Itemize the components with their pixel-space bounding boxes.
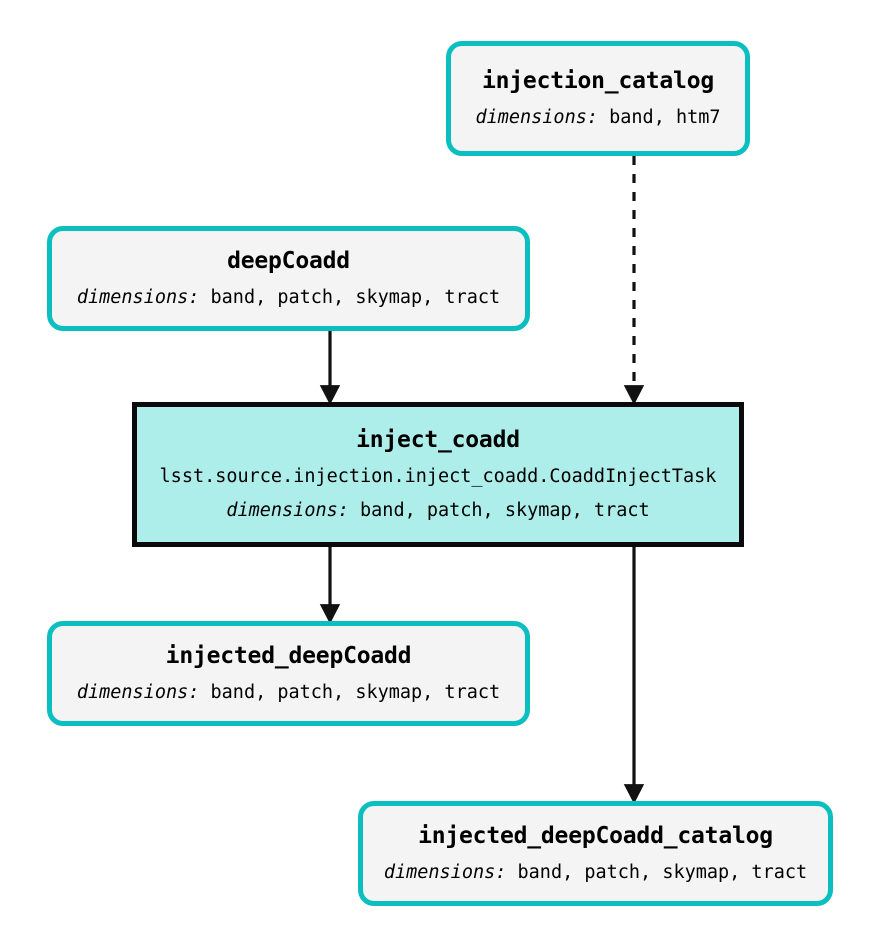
dataset-node-deepcoadd[interactable]: deepCoadd dimensions: band, patch, skyma… [47, 226, 530, 331]
dimensions-values: band, patch, skymap, tract [517, 861, 808, 883]
task-node-inject-coadd[interactable]: inject_coadd lsst.source.injection.injec… [132, 402, 744, 547]
node-title: injection_catalog [481, 67, 714, 94]
dimensions-values: band, patch, skymap, tract [210, 681, 501, 703]
dataset-node-injection-catalog[interactable]: injection_catalog dimensions: band, htm7 [446, 41, 750, 156]
node-task-qualified-name: lsst.source.injection.inject_coadd.Coadd… [159, 465, 717, 487]
node-dimensions: dimensions: band, patch, skymap, tract [76, 286, 501, 308]
dimensions-label: dimensions: [76, 286, 200, 308]
dimensions-values: band, htm7 [609, 106, 721, 128]
node-title: injected_deepCoadd_catalog [418, 822, 773, 849]
dimensions-label: dimensions: [226, 500, 349, 522]
node-dimensions: dimensions: band, patch, skymap, tract [76, 681, 501, 703]
dimensions-label: dimensions: [383, 861, 507, 883]
dimensions-values: band, patch, skymap, tract [210, 286, 501, 308]
node-dimensions: dimensions: band, htm7 [475, 106, 721, 128]
dataset-node-injected-deepcoadd-catalog[interactable]: injected_deepCoadd_catalog dimensions: b… [358, 801, 833, 906]
dimensions-values: band, patch, skymap, tract [360, 500, 650, 522]
node-title: deepCoadd [227, 247, 350, 274]
dimensions-label: dimensions: [475, 106, 598, 128]
node-dimensions: dimensions: band, patch, skymap, tract [226, 500, 650, 522]
dimensions-label: dimensions: [76, 681, 200, 703]
node-dimensions: dimensions: band, patch, skymap, tract [383, 861, 808, 883]
dataset-node-injected-deepcoadd[interactable]: injected_deepCoadd dimensions: band, pat… [47, 621, 530, 726]
node-title: inject_coadd [356, 426, 520, 453]
node-title: injected_deepCoadd [165, 642, 412, 669]
